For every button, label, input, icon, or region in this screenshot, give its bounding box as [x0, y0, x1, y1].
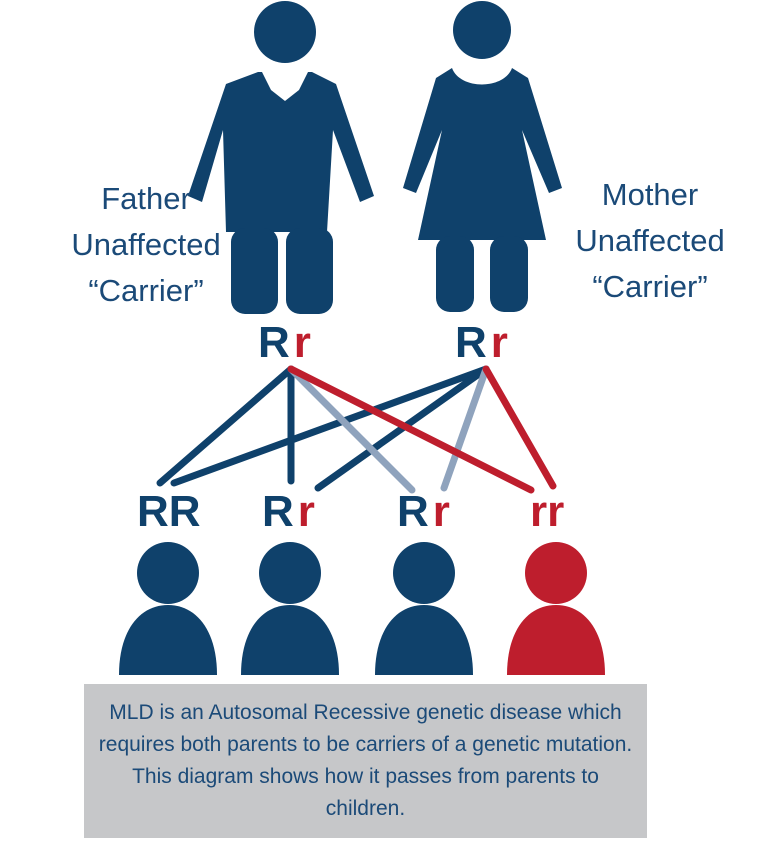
child-2-recessive-allele: r — [297, 487, 315, 536]
mother-label-line-1: Mother — [601, 177, 699, 212]
child-4-recessive-alleles: rr — [530, 487, 565, 536]
mother-label: Mother Unaffected “Carrier” — [540, 172, 760, 310]
line-father-child-1 — [156, 365, 295, 487]
father-label-line-3: “Carrier” — [88, 273, 204, 308]
child-3-person-icon — [375, 542, 473, 675]
mother-recessive-allele: r — [490, 318, 508, 367]
inheritance-lines — [156, 365, 557, 494]
father-label: Father Unaffected “Carrier” — [56, 176, 236, 314]
child-2-dominant-allele: R — [262, 487, 294, 536]
child-2-genotype: Rr — [262, 487, 315, 537]
child-3-dominant-allele: R — [397, 487, 429, 536]
line-mother-child-1 — [170, 365, 490, 487]
female-figure-icon — [403, 1, 562, 312]
line-mother-child-4 — [482, 365, 557, 490]
father-recessive-allele: r — [293, 318, 311, 367]
child-4-genotype: rr — [530, 487, 564, 537]
father-genotype: Rr — [258, 318, 311, 368]
father-label-line-2: Unaffected — [71, 227, 221, 262]
mother-label-line-2: Unaffected — [575, 223, 725, 258]
child-1-dominant-alleles: RR — [137, 487, 201, 536]
male-figure-icon — [188, 1, 374, 314]
child-1-genotype: RR — [137, 487, 201, 537]
line-father-child-3 — [287, 365, 416, 494]
child-3-recessive-allele: r — [432, 487, 450, 536]
child-1-person-icon — [119, 542, 217, 675]
father-label-line-1: Father — [101, 181, 191, 216]
child-3-genotype: Rr — [397, 487, 450, 537]
caption-box: MLD is an Autosomal Recessive genetic di… — [84, 684, 647, 838]
line-father-child-4 — [287, 365, 535, 494]
child-2-person-icon — [241, 542, 339, 675]
mother-genotype: Rr — [455, 318, 508, 368]
line-mother-child-3 — [440, 365, 490, 492]
mother-label-line-3: “Carrier” — [592, 269, 708, 304]
child-4-person-icon — [507, 542, 605, 675]
mother-dominant-allele: R — [455, 318, 487, 367]
father-dominant-allele: R — [258, 318, 290, 367]
caption-text: MLD is an Autosomal Recessive genetic di… — [98, 701, 633, 820]
